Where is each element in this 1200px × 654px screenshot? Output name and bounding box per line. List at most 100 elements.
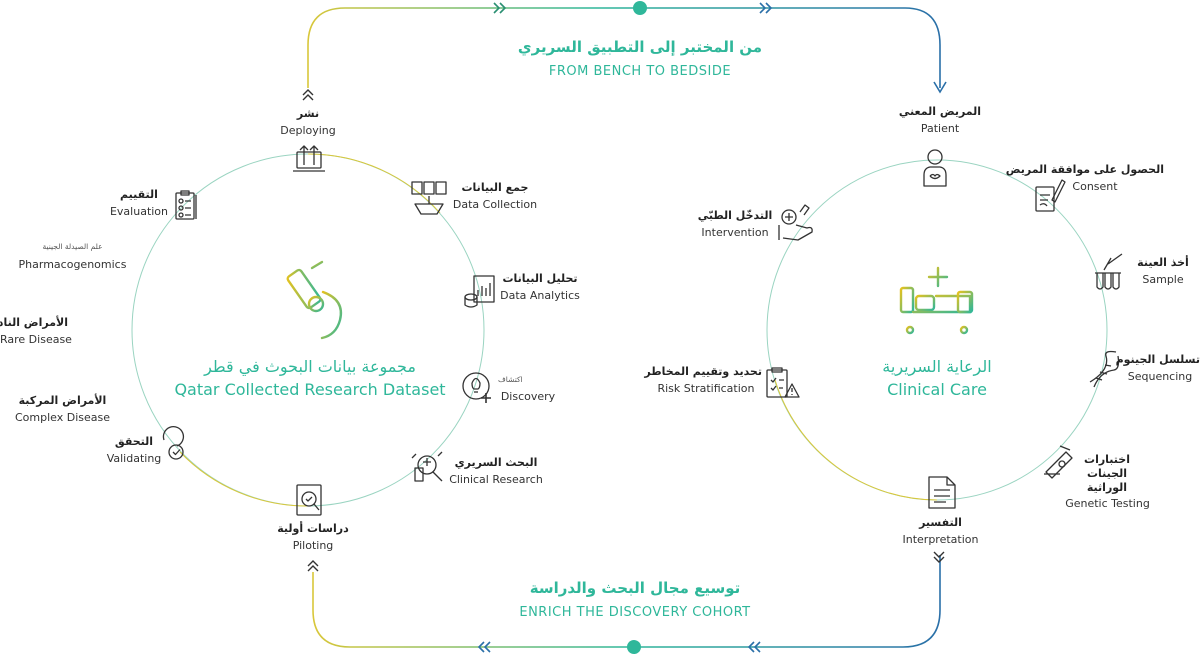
node-clinical-research: البحث السريري Clinical Research — [446, 456, 546, 487]
node-deploying-en: Deploying — [280, 123, 336, 137]
bottom-banner: توسيع مجال البحث والدراسة ENRICH THE DIS… — [495, 579, 775, 620]
node-validating: التحقق Validating — [96, 435, 172, 466]
node-patient-ar: المريض المعني — [898, 105, 982, 118]
node-risk-stratification-ar: تحديد وتقييم المخاطر — [644, 365, 762, 378]
node-consent: الحصول على موافقة المريض Consent — [1005, 163, 1164, 194]
node-intervention-en: Intervention — [701, 225, 769, 239]
discovery-bulb-icon — [462, 372, 491, 403]
data-collection-icon — [411, 181, 447, 215]
node-sample-ar: أخذ العينة — [1137, 256, 1189, 269]
node-validating-en: Validating — [106, 451, 162, 465]
interpretation-down-chevrons — [933, 551, 945, 563]
node-sequencing: تسلسل الجينوم Sequencing — [1115, 353, 1200, 384]
node-validating-ar: التحقق — [114, 435, 154, 448]
evaluation-clipboard-icon — [175, 190, 197, 220]
node-clinical-research-en: Clinical Research — [449, 472, 543, 486]
node-piloting-en: Piloting — [292, 538, 334, 552]
node-sample-en: Sample — [1142, 272, 1184, 286]
piloting-icon — [296, 484, 322, 516]
node-intervention-ar: التدخّل الطبّي — [697, 209, 773, 222]
node-deploying-ar: نشر — [296, 107, 320, 120]
node-patient: المريض المعني Patient — [885, 105, 995, 136]
node-deploying: نشر Deploying — [258, 107, 358, 138]
right-center-title-ar: الرعاية السريرية — [882, 357, 992, 376]
node-data-collection-ar: جمع البيانات — [461, 181, 529, 194]
bottom-banner-ar: توسيع مجال البحث والدراسة — [529, 579, 741, 597]
node-piloting-ar: دراسات أولية — [277, 522, 349, 535]
data-analytics-icon — [464, 275, 495, 308]
node-sequencing-en: Sequencing — [1127, 369, 1193, 383]
validating-icon — [162, 426, 185, 460]
risk-clipboard-icon — [766, 367, 800, 398]
bottom-center-dot — [627, 640, 641, 654]
node-genetic-testing: اختبارات الجينات الوراثية Genetic Testin… — [1060, 453, 1155, 511]
top-arrow-left — [493, 2, 507, 14]
node-data-analytics: تحليل البيانات Data Analytics — [495, 272, 585, 303]
consent-icon — [1035, 179, 1066, 212]
left-center-title-en: Qatar Collected Research Dataset — [174, 380, 446, 399]
top-banner: من المختبر إلى التطبيق السريري FROM BENC… — [505, 38, 775, 79]
top-arrow-right — [759, 2, 773, 14]
bottom-arrow-right — [747, 641, 761, 653]
left-cycle-ring — [131, 153, 485, 507]
bottom-banner-en: ENRICH THE DISCOVERY COHORT — [519, 605, 751, 620]
node-sample: أخذ العينة Sample — [1132, 256, 1194, 287]
node-complex-disease-en: Complex Disease — [14, 410, 110, 424]
clinical-research-icon — [411, 451, 443, 482]
top-loop-line — [307, 7, 941, 88]
node-pharmacogenomics: علم الصيدلة الجينية Pharmacogenomics — [15, 242, 130, 272]
microscope-icon — [276, 260, 343, 344]
node-consent-en: Consent — [1072, 179, 1118, 193]
sample-tubes-icon — [1095, 253, 1123, 290]
node-rare-disease: الأمراض النادرة Rare Disease — [0, 316, 72, 347]
node-interpretation: التفسير Interpretation — [888, 516, 993, 547]
patient-icon — [923, 149, 947, 187]
node-interpretation-ar: التفسير — [919, 516, 962, 529]
node-data-analytics-en: Data Analytics — [500, 288, 580, 302]
node-rare-disease-ar: الأمراض النادرة — [0, 316, 68, 329]
piloting-up-chevrons — [307, 560, 319, 572]
node-genetic-testing-en: Genetic Testing — [1065, 497, 1150, 511]
node-rare-disease-en: Rare Disease — [0, 332, 72, 346]
node-complex-disease: الأمراض المركبة Complex Disease — [10, 394, 115, 425]
node-patient-en: Patient — [920, 121, 960, 135]
node-sequencing-ar: تسلسل الجينوم — [1115, 353, 1200, 366]
deploying-up-chevrons — [302, 89, 314, 101]
node-complex-disease-ar: الأمراض المركبة — [18, 394, 107, 407]
node-risk-stratification: تحديد وتقييم المخاطر Risk Stratification — [644, 365, 762, 396]
top-banner-en: FROM BENCH TO BEDSIDE — [548, 64, 732, 79]
node-pharmacogenomics-ar: علم الصيدلة الجينية — [42, 242, 103, 251]
deploying-icon — [293, 145, 325, 172]
bottom-arrow-left — [477, 641, 491, 653]
right-center-title: الرعاية السريرية Clinical Care — [857, 357, 1017, 399]
node-evaluation: التقييم Evaluation — [104, 188, 174, 219]
interpretation-document-icon — [928, 476, 956, 509]
top-right-down-arrow — [933, 81, 947, 94]
node-data-collection: جمع البيانات Data Collection — [450, 181, 540, 212]
dna-icon — [1089, 350, 1120, 388]
hospital-bed-icon — [899, 266, 974, 335]
node-evaluation-ar: التقييم — [120, 188, 158, 201]
node-interpretation-en: Interpretation — [902, 532, 979, 546]
right-cycle-ring — [766, 159, 1108, 501]
node-intervention: التدخّل الطبّي Intervention — [695, 209, 775, 240]
right-center-title-en: Clinical Care — [887, 380, 987, 399]
genetic-testing-icon — [1044, 445, 1073, 479]
node-discovery: اكتشاف Discovery — [498, 375, 558, 404]
node-discovery-en: Discovery — [500, 390, 556, 404]
node-risk-stratification-en: Risk Stratification — [657, 381, 755, 395]
node-piloting: دراسات أولية Piloting — [263, 522, 363, 553]
left-center-title-ar: مجموعة بيانات البحوث في قطر — [204, 357, 416, 376]
top-center-dot — [633, 1, 647, 15]
node-evaluation-en: Evaluation — [109, 204, 169, 218]
node-clinical-research-ar: البحث السريري — [454, 456, 538, 469]
intervention-icon — [778, 204, 813, 241]
left-center-title: مجموعة بيانات البحوث في قطر Qatar Collec… — [160, 357, 460, 399]
top-banner-ar: من المختبر إلى التطبيق السريري — [517, 38, 763, 56]
node-data-collection-en: Data Collection — [452, 197, 538, 211]
node-genetic-testing-ar: اختبارات الجينات الوراثية — [1084, 453, 1130, 494]
node-consent-ar: الحصول على موافقة المريض — [1005, 163, 1164, 176]
node-discovery-ar: اكتشاف — [498, 375, 523, 384]
node-data-analytics-ar: تحليل البيانات — [502, 272, 578, 285]
